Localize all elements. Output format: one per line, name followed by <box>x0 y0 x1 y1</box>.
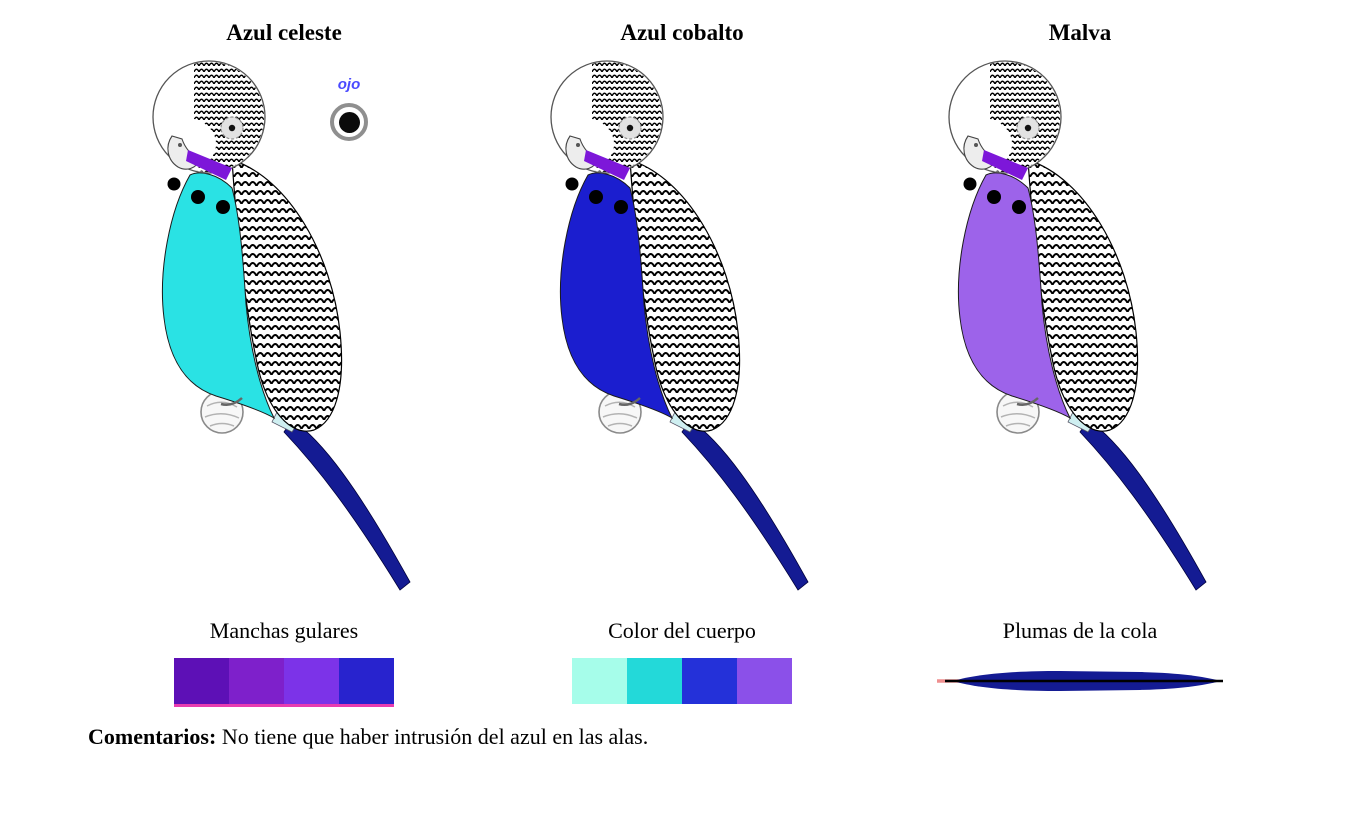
comments-label: Comentarios: <box>88 724 217 749</box>
eye-icon <box>330 103 368 141</box>
swatch-segment <box>682 658 737 704</box>
eye-annotation: ojo <box>319 76 379 141</box>
budgerigar-illustration-azul-celeste <box>144 60 424 605</box>
figure-title: Malva <box>1048 20 1112 45</box>
figure-column-azul-celeste: Azul celeste ojo Manchas gulares <box>85 16 483 707</box>
comments: Comentarios: No tiene que haber intrusió… <box>0 724 1361 750</box>
bird-area: ojo <box>85 58 483 606</box>
swatch-segment <box>284 658 339 704</box>
tail-feather-wrap <box>935 658 1225 704</box>
bird-area <box>881 58 1279 606</box>
tail-feather-drawing <box>937 671 1223 691</box>
figure-title: Azul cobalto <box>620 20 744 45</box>
figure-title: Azul celeste <box>226 20 342 45</box>
swatch-bar-gular <box>174 658 394 707</box>
comments-text: No tiene que haber intrusión del azul en… <box>216 724 649 749</box>
bird-area <box>483 58 881 606</box>
swatch-label-cuerpo: Color del cuerpo <box>608 618 756 643</box>
swatch-segment <box>572 658 627 704</box>
eye-label: ojo <box>337 76 361 93</box>
swatch-segment <box>627 658 682 704</box>
swatch-segment <box>737 658 792 704</box>
swatch-segment <box>339 658 394 704</box>
swatch-label-gular: Manchas gulares <box>209 618 359 643</box>
figure-column-malva: Malva Plumas de la cola <box>881 16 1279 704</box>
tail-feather-label: Plumas de la cola <box>1002 618 1158 643</box>
swatch-bar-cuerpo <box>572 658 792 704</box>
swatch-underline <box>174 704 394 707</box>
swatch-segment <box>174 658 229 704</box>
budgerigar-illustration-malva <box>940 60 1220 605</box>
figures-row: Azul celeste ojo Manchas gulares <box>0 16 1279 707</box>
swatch-segment <box>229 658 284 704</box>
eye-pupil-icon <box>338 111 360 133</box>
figure-column-azul-cobalto: Azul cobalto Color del cuerpo <box>483 16 881 704</box>
budgerigar-illustration-azul-cobalto <box>542 60 822 605</box>
